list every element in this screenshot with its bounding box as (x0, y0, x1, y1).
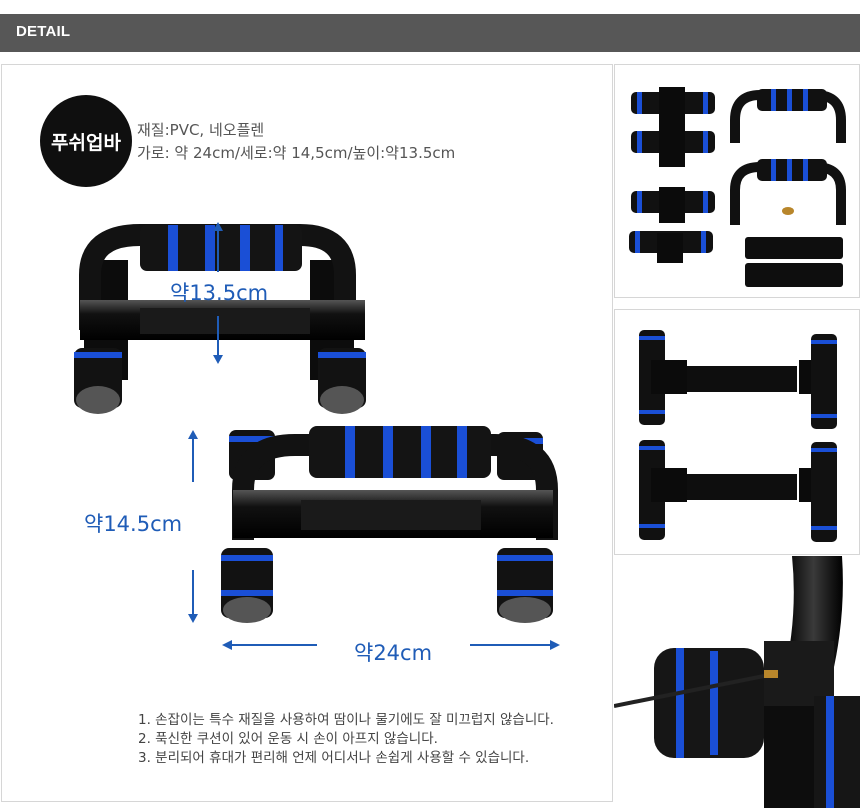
height-arrow (213, 222, 223, 364)
feature-note: 2. 푹신한 쿠션이 있어 운동 시 손이 아프지 않습니다. (138, 731, 438, 747)
pushup-bar-angled-image (221, 426, 558, 623)
parts-photo-panel (614, 64, 860, 298)
material-spec: 재질:PVC, 네오플렌 (137, 121, 265, 139)
assembly-parts-image (639, 330, 837, 542)
feature-note: 1. 손잡이는 특수 재질을 사용하여 땀이나 물기에도 잘 미끄럽지 않습니다… (138, 712, 554, 728)
assembly-photo-panel (614, 309, 860, 555)
product-name-badge: 푸쉬업바 (40, 95, 132, 187)
width-dimension-label: 약24cm (354, 641, 433, 665)
screw-closeup-image (614, 556, 860, 808)
width-arrow-left (222, 640, 317, 650)
disassembled-parts-image (629, 87, 846, 287)
size-spec: 가로: 약 24cm/세로:약 14,5cm/높이:약13.5cm (137, 144, 456, 162)
height-dimension-label: 약13.5cm (170, 281, 269, 305)
header-title: DETAIL (16, 23, 71, 40)
width-arrow-right (470, 640, 560, 650)
depth-arrow-top (188, 430, 198, 482)
depth-arrow-bottom (188, 570, 198, 623)
pushup-bar-front-image (74, 224, 366, 414)
detail-header: DETAIL (0, 14, 860, 52)
feature-notes: 1. 손잡이는 특수 재질을 사용하여 땀이나 물기에도 잘 미끄럽지 않습니다… (138, 711, 554, 768)
depth-dimension-label: 약14.5cm (84, 512, 183, 536)
feature-note: 3. 분리되어 휴대가 편리해 언제 어디서나 손쉽게 사용할 수 있습니다. (138, 750, 530, 766)
